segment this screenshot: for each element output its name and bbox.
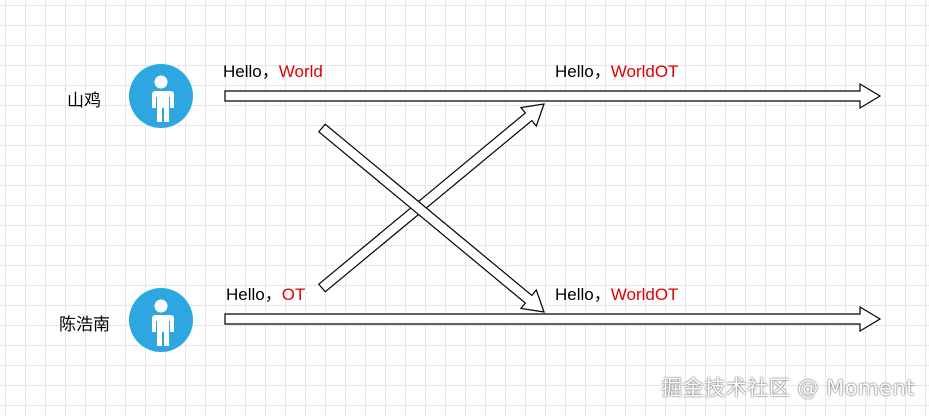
message-prefix: Hello， — [226, 285, 282, 304]
user-label-chenhaonan: 陈浩南 — [59, 315, 110, 335]
message-prefix: Hello， — [223, 62, 279, 81]
message-shanji-merged: Hello，WorldOT — [555, 57, 678, 82]
watermark-text: 掘金技术社区 @ Moment — [661, 376, 915, 400]
user-avatar-shanji — [129, 64, 193, 128]
user-avatar-chenhaonan — [129, 288, 193, 352]
timeline-arrow-shanji — [224, 82, 882, 110]
op-arrow-chenhaonan-to-shanji — [317, 103, 545, 293]
message-shanji-local: Hello，World — [223, 57, 323, 82]
message-prefix: Hello， — [555, 285, 611, 304]
message-highlight: WorldOT — [610, 62, 679, 81]
message-highlight: World — [278, 62, 323, 81]
message-highlight: OT — [281, 285, 306, 304]
message-prefix: Hello， — [555, 62, 611, 81]
person-icon — [151, 75, 174, 122]
timeline-arrow-chenhaonan — [224, 305, 882, 333]
message-chenhaonan-local: Hello，OT — [226, 280, 305, 305]
user-label-shanji: 山鸡 — [67, 91, 101, 111]
message-highlight: WorldOT — [610, 285, 679, 304]
op-arrow-shanji-to-chenhaonan — [317, 123, 545, 313]
message-chenhaonan-merged: Hello，WorldOT — [555, 280, 678, 305]
person-icon — [151, 299, 174, 346]
